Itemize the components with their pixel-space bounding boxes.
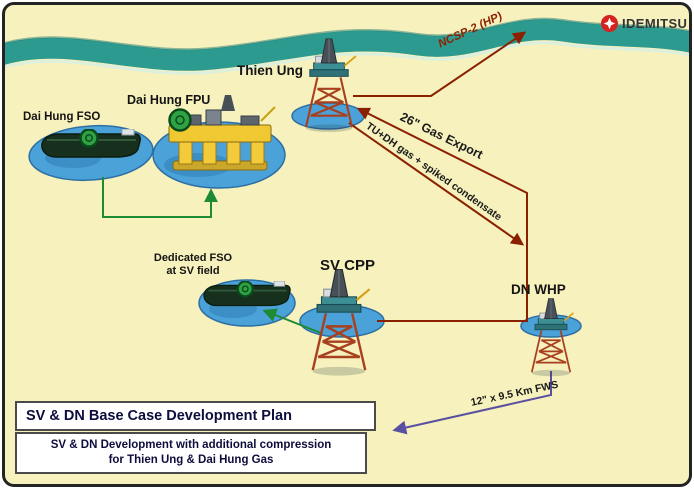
- fws-flowline: [392, 371, 552, 435]
- dedicated-fso-label-line1: Dedicated FSO: [153, 252, 233, 264]
- ncsp2-pipeline-line: [353, 31, 527, 97]
- title-box: SV & DN Base Case Development Plan: [15, 401, 376, 431]
- dedicated-fso-label-line2: at SV field: [166, 265, 220, 277]
- svcpp-to-fso-arrow: [262, 308, 322, 334]
- diagram-canvas: [5, 17, 689, 435]
- coastline-band: [5, 17, 689, 75]
- fso-fpu-link-line: [102, 177, 218, 218]
- tu-dh-gas-pipeline-line: [348, 122, 525, 246]
- subtitle-box: SV & DN Development with additional comp…: [15, 432, 367, 474]
- dedicated-fso-label: Dedicated FSO at SV field: [135, 252, 251, 278]
- subtitle-line1: SV & DN Development with additional comp…: [50, 439, 332, 451]
- dai-hung-fso-label: Dai Hung FSO: [23, 111, 101, 123]
- title-text: SV & DN Base Case Development Plan: [26, 408, 292, 424]
- dai-hung-fpu-label: Dai Hung FPU: [127, 93, 211, 107]
- idemitsu-logo-icon: [601, 15, 618, 32]
- dai-hung-fpu-structure-icon: [168, 95, 276, 171]
- gas-export-pipeline-line: [356, 107, 528, 322]
- idemitsu-logo: IDEMITSU: [601, 15, 687, 32]
- thien-ung-label: Thien Ung: [237, 63, 303, 78]
- idemitsu-logo-text: IDEMITSU: [622, 16, 688, 31]
- sv-cpp-label: SV CPP: [320, 257, 376, 274]
- subtitle-line2: for Thien Ung & Dai Hung Gas: [108, 454, 274, 466]
- dn-whp-label: DN WHP: [511, 282, 566, 297]
